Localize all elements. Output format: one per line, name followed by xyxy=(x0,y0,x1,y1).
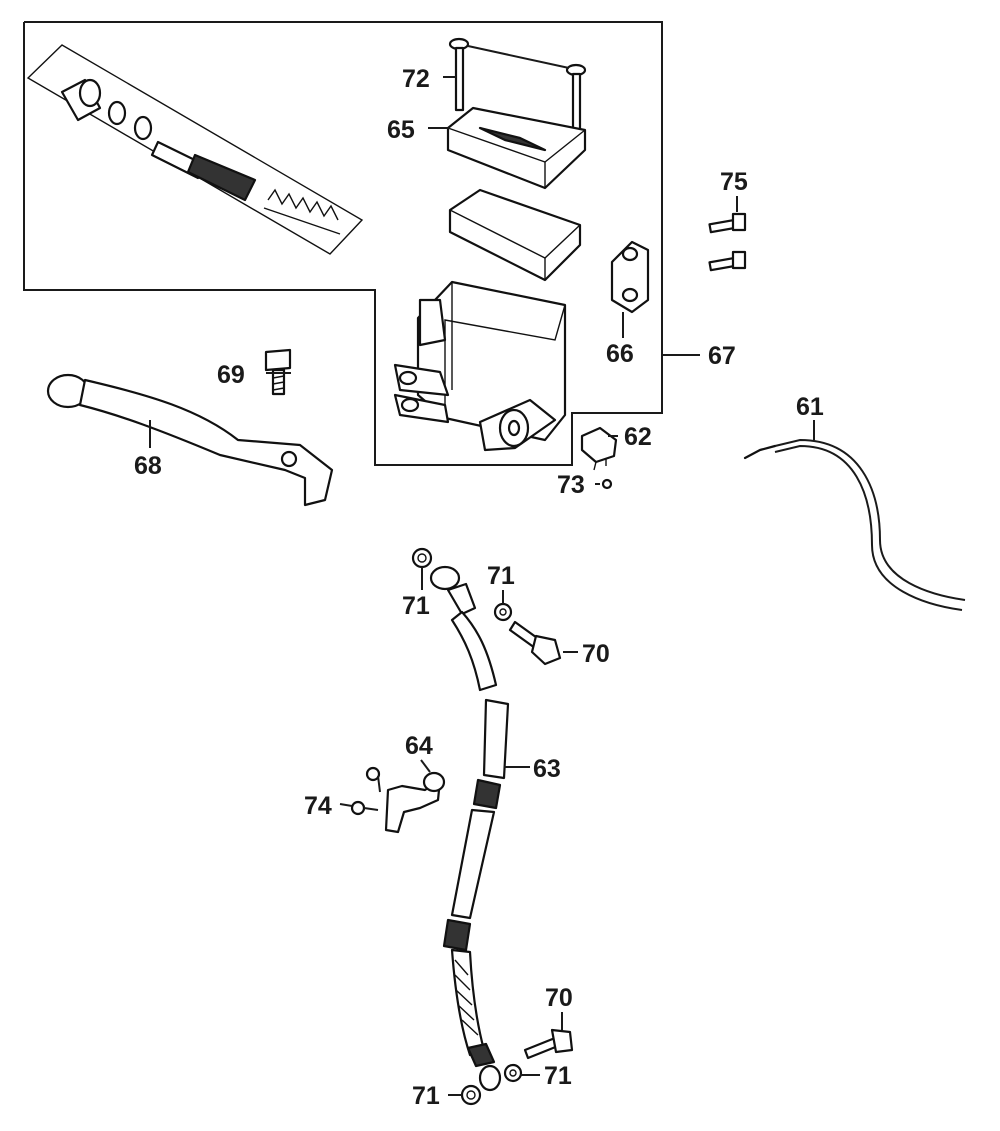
callout-62: 62 xyxy=(624,423,652,451)
seal-ring xyxy=(107,100,127,126)
reservoir-screw-right xyxy=(565,63,587,138)
callout-69: 69 xyxy=(217,361,245,389)
callout-71-top-left: 71 xyxy=(402,592,430,620)
sealing-washer-bottom-right xyxy=(503,1063,523,1083)
callout-63: 63 xyxy=(533,755,561,783)
reservoir-cap xyxy=(446,106,587,190)
sealing-washer-top-right xyxy=(493,602,513,622)
switch-screw xyxy=(601,478,613,490)
clamp-bolt-upper xyxy=(708,212,747,234)
callout-71-top-right: 71 xyxy=(487,562,515,590)
piston-rod xyxy=(150,140,257,202)
callout-70-lower: 70 xyxy=(545,984,573,1012)
reservoir-screw-left xyxy=(448,37,470,112)
callout-66: 66 xyxy=(606,340,634,368)
leader-lines xyxy=(149,76,815,1096)
callout-67: 67 xyxy=(708,342,736,370)
piston-kit-inset xyxy=(26,44,364,255)
banjo-bolt-lower xyxy=(523,1028,574,1060)
piston-spring xyxy=(263,188,341,235)
assembly-group-frame xyxy=(23,21,663,466)
callout-labels: 72 65 75 66 67 69 61 62 68 73 71 71 70 6… xyxy=(134,65,824,1110)
callout-61: 61 xyxy=(796,393,824,421)
master-cylinder-body xyxy=(393,280,567,452)
brake-hose xyxy=(429,565,510,1092)
callout-75: 75 xyxy=(720,168,748,196)
handlebar-clamp xyxy=(610,240,650,314)
brake-switch-cable xyxy=(743,438,966,611)
guide-bolt-upper xyxy=(365,766,381,793)
callout-64: 64 xyxy=(405,732,433,760)
brake-light-switch xyxy=(580,426,618,471)
hose-guide-bracket xyxy=(384,771,446,834)
callout-72: 72 xyxy=(402,65,430,93)
piston-cup xyxy=(60,78,102,122)
callout-73: 73 xyxy=(557,471,585,499)
lever-pivot-bolt xyxy=(264,348,292,396)
brake-lever xyxy=(46,373,334,507)
sealing-washer-top-left xyxy=(411,547,433,569)
reservoir-diaphragm xyxy=(448,188,582,282)
washer xyxy=(133,115,153,141)
callout-70-upper: 70 xyxy=(582,640,610,668)
callout-71-bottom-left: 71 xyxy=(412,1082,440,1110)
banjo-bolt-upper xyxy=(508,620,562,666)
callout-65: 65 xyxy=(387,116,415,144)
callout-68: 68 xyxy=(134,452,162,480)
clamp-bolt-lower xyxy=(708,250,747,272)
guide-bolt-lower xyxy=(350,800,379,816)
callout-71-bottom-right: 71 xyxy=(544,1062,572,1090)
sealing-washer-bottom-left xyxy=(460,1084,482,1106)
callout-74: 74 xyxy=(304,792,332,820)
